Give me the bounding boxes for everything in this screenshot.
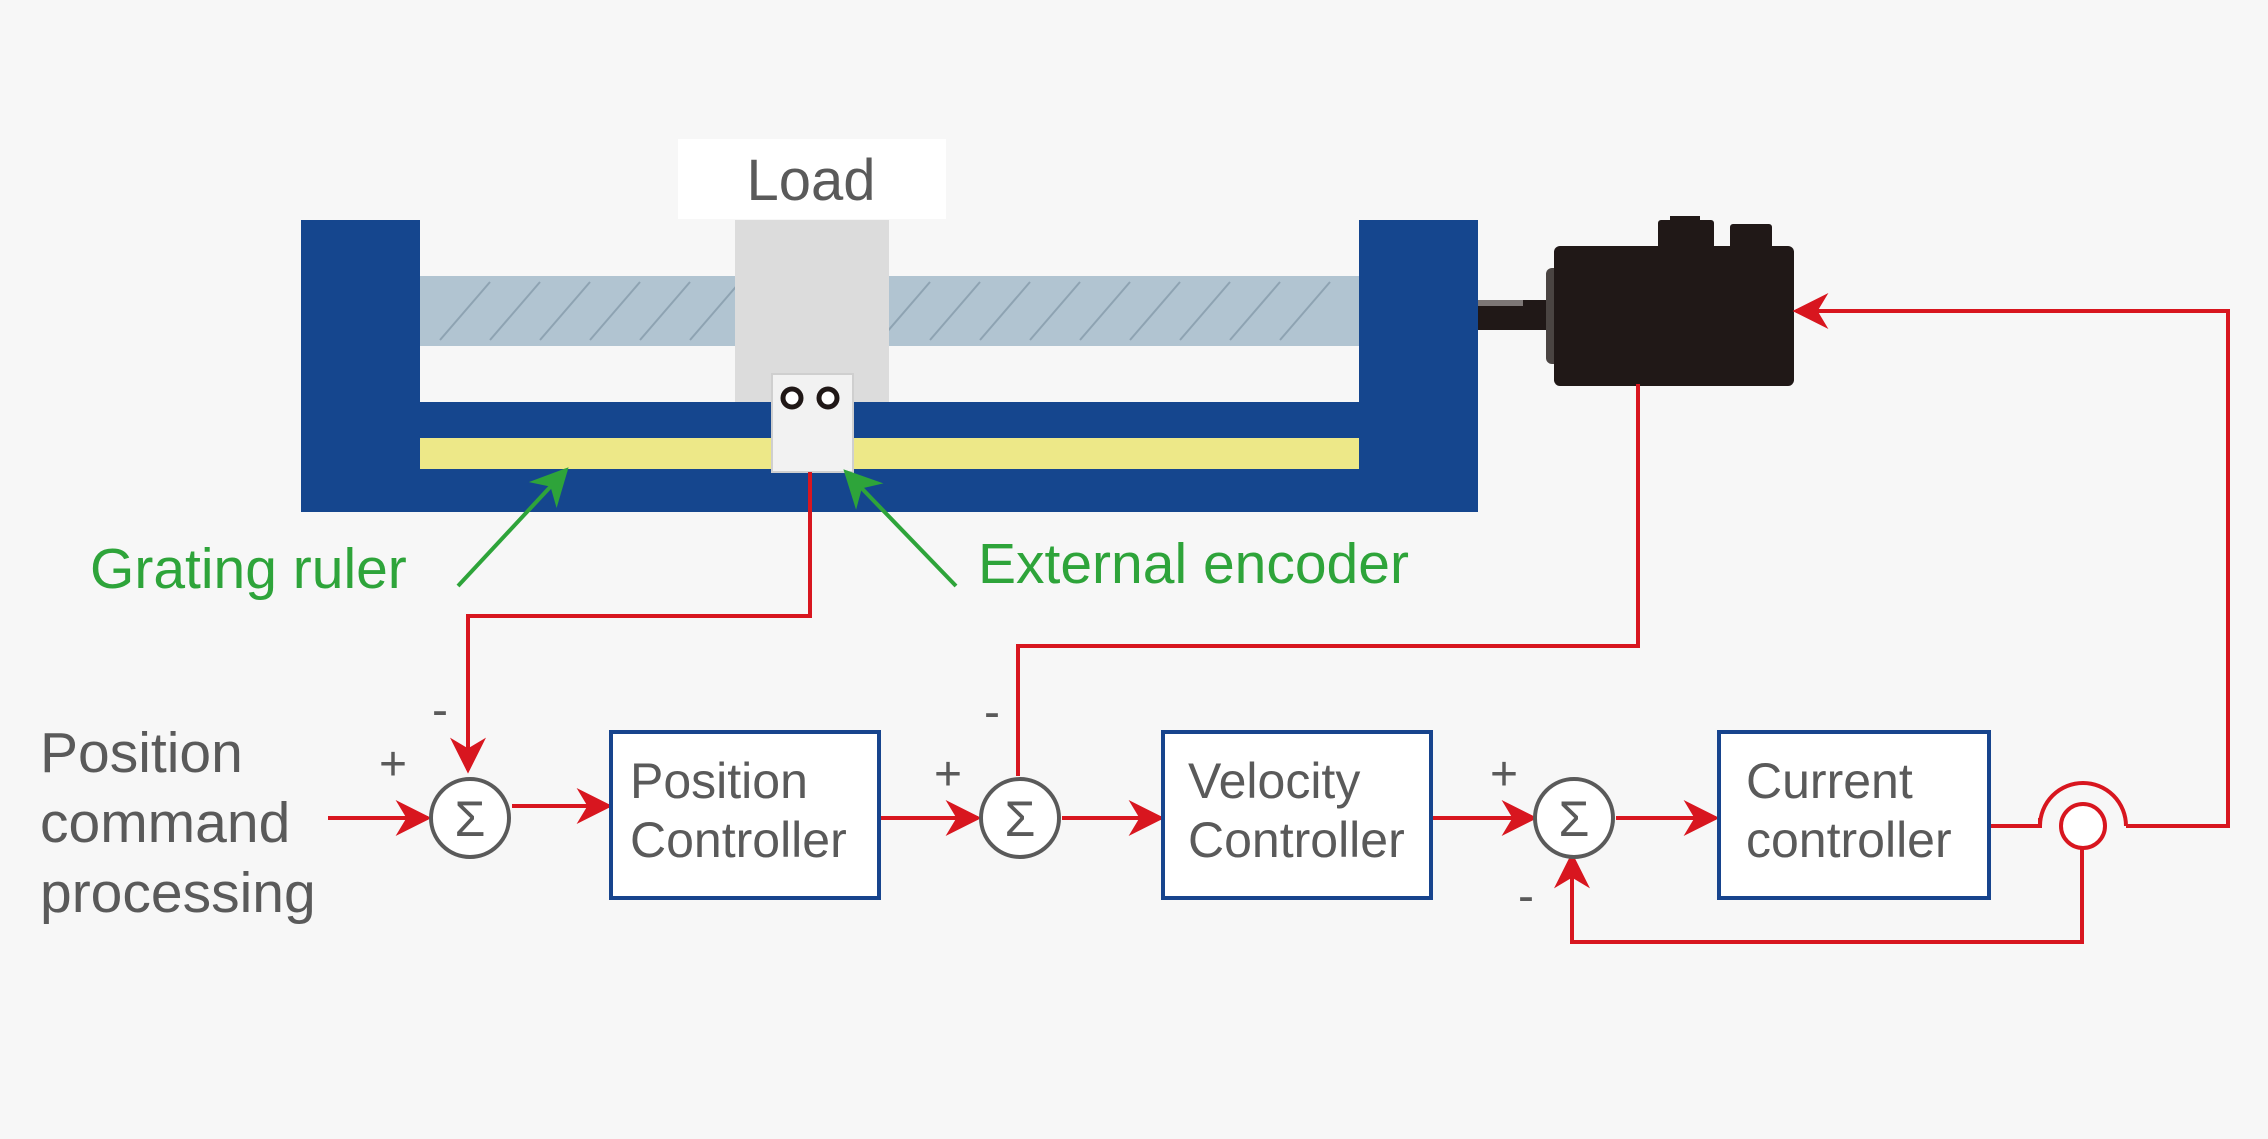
motor-connector-top (1670, 216, 1700, 226)
read-head-lens-right (816, 386, 840, 410)
wire-current-feedback (1554, 848, 2084, 944)
sum2-circle (979, 777, 1061, 859)
sum2-plus: + (934, 748, 962, 801)
position-controller-line1: Position (630, 753, 808, 809)
velocity-controller-box (1161, 730, 1433, 900)
wire-position-feedback (450, 472, 812, 774)
position-controller-block: Position Controller (609, 730, 881, 900)
sum3-circle (1533, 777, 1615, 859)
sum1-circle (429, 777, 511, 859)
encoder-read-head (771, 373, 854, 473)
linear-stage: Load (301, 139, 1478, 512)
motor-body (1554, 246, 1794, 386)
current-sensor-arc (2038, 781, 2128, 827)
wire-current-to-motor (1990, 818, 2042, 828)
current-controller-box (1717, 730, 1991, 900)
read-head-lens-left (780, 386, 804, 410)
rail-hatching (439, 281, 1331, 341)
guide-rail (420, 276, 1359, 346)
input-label-line3: processing (40, 861, 316, 925)
wire-velocity-feedback (1016, 384, 1640, 776)
load-label: Load (746, 148, 875, 213)
sum1-plus: + (379, 738, 407, 791)
servo-motor (1478, 216, 1794, 386)
load-label-box (678, 139, 946, 219)
grating-ruler-strip (420, 438, 1359, 469)
position-controller-box (609, 730, 881, 900)
current-sensor (2059, 802, 2107, 850)
motor-shaft-highlight (1478, 300, 1523, 306)
callouts: Grating ruler External encoder (90, 467, 1409, 601)
input-label-line1: Position (40, 721, 243, 785)
grating-ruler-pointer (456, 467, 569, 588)
summing-junction-1: Σ + - (379, 684, 511, 859)
input-label-line2: command (40, 791, 290, 855)
external-encoder-label: External encoder (978, 532, 1409, 596)
current-controller-block: Current controller (1717, 730, 1991, 900)
summing-junction-2: Σ + - (934, 686, 1061, 859)
sum2-symbol: Σ (1005, 791, 1036, 847)
sum1-symbol: Σ (455, 791, 486, 847)
summing-junction-3: Σ + - (1490, 748, 1615, 923)
sum3-minus: - (1518, 870, 1534, 923)
grating-ruler-label: Grating ruler (90, 537, 407, 601)
velocity-controller-block: Velocity Controller (1161, 730, 1433, 900)
current-controller-line2: controller (1746, 812, 1952, 868)
current-controller-line1: Current (1746, 753, 1913, 809)
sum3-symbol: Σ (1559, 791, 1590, 847)
motor-connector-2 (1730, 224, 1772, 250)
external-encoder-pointer (843, 469, 958, 588)
velocity-controller-line2: Controller (1188, 812, 1405, 868)
sum3-plus: + (1490, 748, 1518, 801)
sum1-minus: - (432, 684, 448, 737)
input-label: Position command processing (40, 721, 316, 925)
sum2-minus: - (984, 686, 1000, 739)
load-carriage (735, 220, 889, 402)
position-controller-line2: Controller (630, 812, 847, 868)
signal-wires (328, 293, 2230, 944)
motor-connector-1 (1658, 220, 1714, 250)
wire-sensor-to-motor (1792, 293, 2230, 828)
velocity-controller-line1: Velocity (1188, 753, 1360, 809)
